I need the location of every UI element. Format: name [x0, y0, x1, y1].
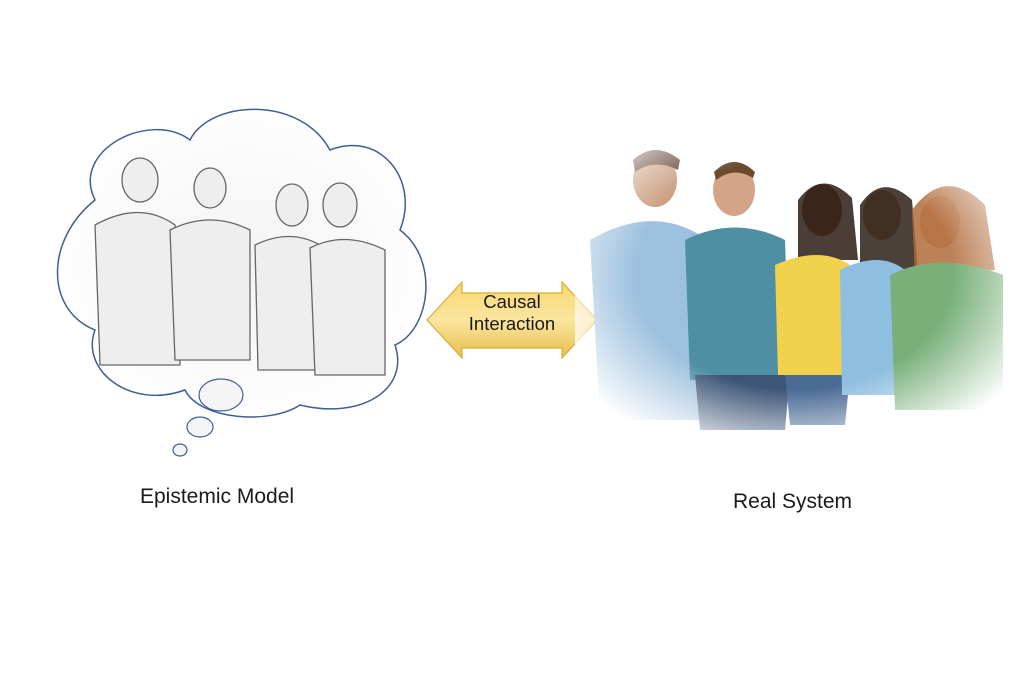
real-people-group: [575, 130, 1015, 450]
sketch-people: [94, 157, 386, 376]
arrow-label: Causal Interaction: [440, 291, 584, 335]
thought-bubble-small: [172, 443, 188, 457]
thought-bubble-medium: [186, 416, 214, 438]
arrow-label-line2: Interaction: [468, 313, 556, 334]
real-system-label: Real System: [733, 490, 853, 513]
arrow-label-line1: Causal: [483, 291, 541, 312]
thought-bubble-large: [198, 378, 244, 412]
epistemic-model-label: Epistemic Model: [140, 485, 295, 508]
